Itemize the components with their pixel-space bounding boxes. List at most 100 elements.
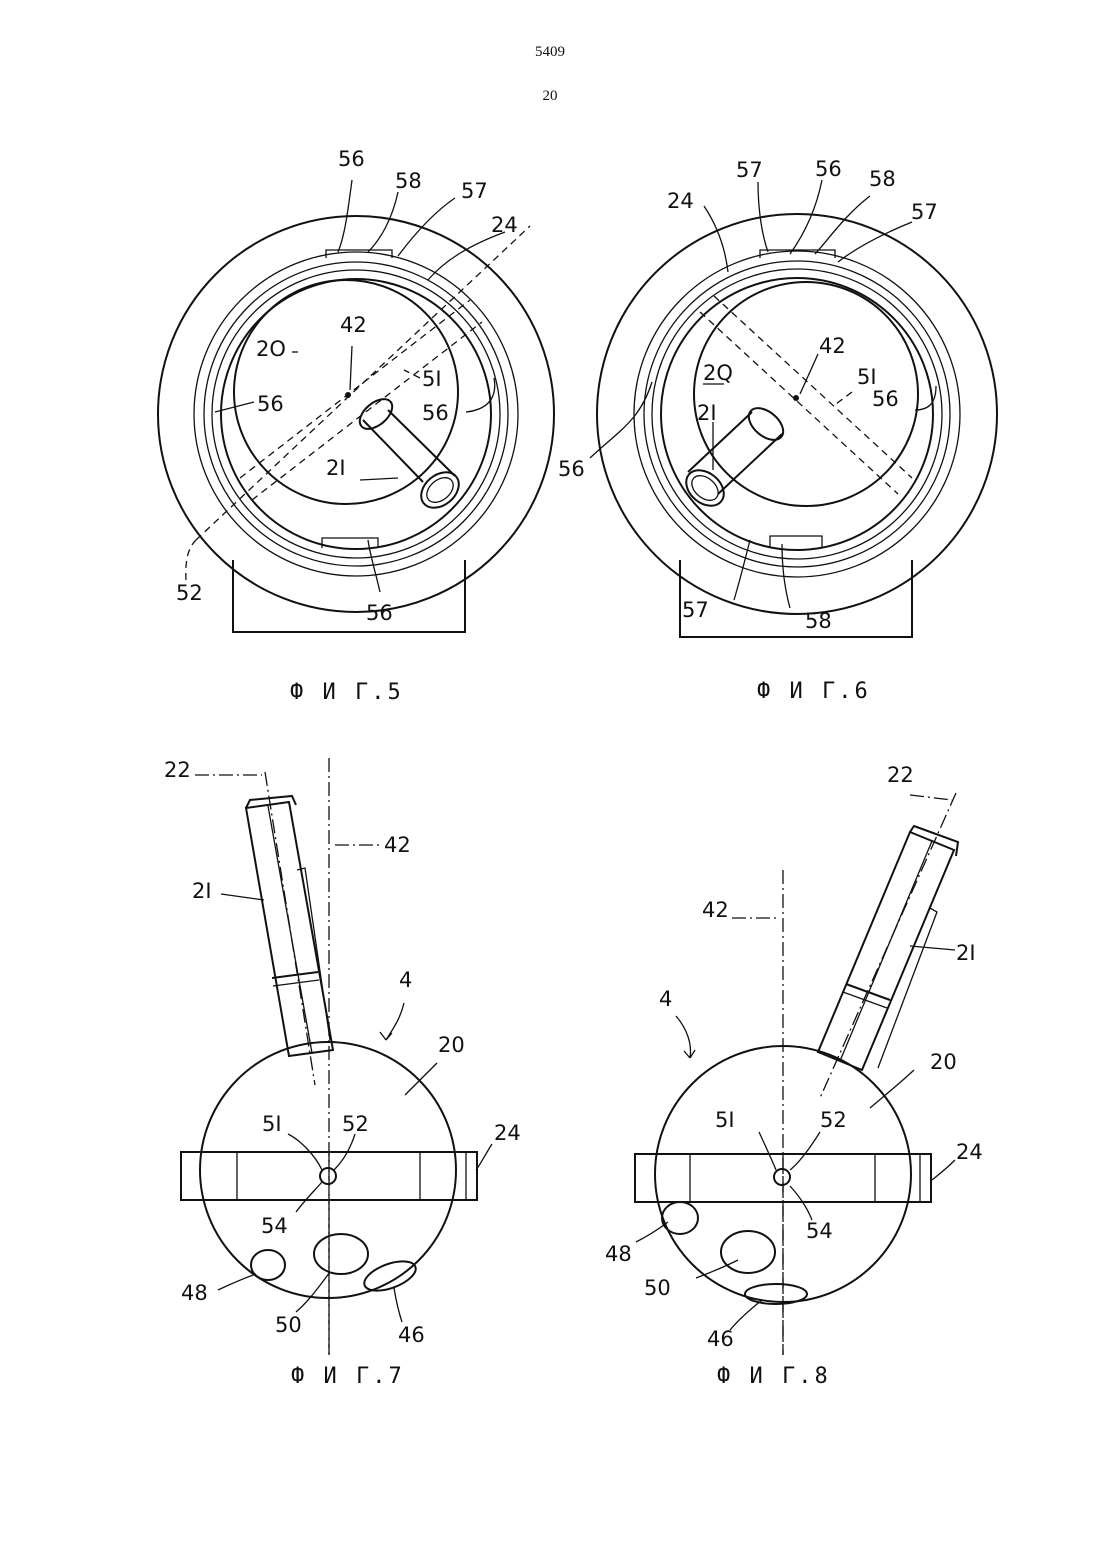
fig7-leader — [405, 1063, 437, 1095]
fig5-label: 57 — [461, 179, 488, 203]
fig8-caption: Ф И Г.8 — [717, 1364, 831, 1389]
figure-7: 22 42 2I 4 20 5I 52 24 54 48 50 46 Ф И Г… — [164, 758, 521, 1389]
fig6-leader — [704, 206, 728, 272]
fig7-label: 2I — [192, 879, 212, 903]
fig5-leader — [350, 346, 352, 390]
fig5-outer-ring — [158, 216, 554, 612]
fig7-leader — [218, 1274, 256, 1290]
fig7-hole-46 — [361, 1255, 420, 1296]
fig8-pivot-54 — [774, 1169, 790, 1185]
fig6-label: 56 — [815, 157, 842, 181]
fig6-label: 24 — [667, 189, 694, 213]
fig7-label: 50 — [275, 1313, 302, 1337]
fig7-label: 42 — [384, 833, 411, 857]
fig7-caption: Ф И Г.7 — [291, 1364, 405, 1389]
fig5-label: 5I — [422, 367, 442, 391]
fig5-leader — [368, 192, 398, 252]
fig6-label: 56 — [872, 387, 899, 411]
fig8-label: 46 — [707, 1327, 734, 1351]
fig5-center-42 — [345, 392, 351, 398]
fig8-label: 50 — [644, 1276, 671, 1300]
fig6-ring — [644, 261, 950, 567]
fig5-caption: Ф И Г.5 — [290, 680, 404, 705]
fig7-label: 24 — [494, 1121, 521, 1145]
fig8-label: 20 — [930, 1050, 957, 1074]
fig7-leader — [386, 1003, 404, 1040]
fig6-label: 5I — [857, 365, 877, 389]
fig7-hole-48 — [251, 1250, 285, 1280]
fig5-leader — [360, 478, 398, 480]
fig7-hole-50 — [314, 1234, 368, 1274]
fig5-label: 2I — [326, 456, 346, 480]
figure-8: 22 42 2I 4 20 5I 52 24 54 48 50 46 Ф И Г… — [605, 763, 983, 1389]
fig7-sphere-20 — [200, 1042, 456, 1298]
fig8-label: 48 — [605, 1242, 632, 1266]
fig6-label: 2I — [697, 401, 717, 425]
fig5-leader — [186, 540, 196, 580]
fig8-leader — [870, 1070, 914, 1108]
fig7-label: 5I — [262, 1112, 282, 1136]
fig5-label: 56 — [338, 147, 365, 171]
fig5-label: 2О — [256, 337, 286, 361]
fig8-label: 22 — [887, 763, 914, 787]
fig5-label: 52 — [176, 581, 203, 605]
fig6-outer-ring — [597, 214, 997, 614]
fig7-handle-21 — [246, 796, 333, 1056]
figure-5: 56 58 57 24 42 2О 56 5I 56 2I 52 56 Ф И … — [158, 147, 554, 705]
fig7-leader — [476, 1144, 492, 1170]
fig5-label: 56 — [257, 392, 284, 416]
fig5-label: 58 — [395, 169, 422, 193]
fig5-label: 56 — [366, 601, 393, 625]
fig7-pivot-54 — [320, 1168, 336, 1184]
fig8-hole-48 — [662, 1202, 698, 1234]
fig8-label: 5I — [715, 1108, 735, 1132]
fig7-leader — [296, 1272, 330, 1312]
fig6-label: 57 — [911, 200, 938, 224]
fig8-label: 2I — [956, 941, 976, 965]
fig6-center-42 — [793, 395, 799, 401]
fig5-handle-21 — [354, 393, 465, 515]
fig6-label: 57 — [736, 158, 763, 182]
fig6-leader — [836, 392, 852, 404]
fig8-label: 52 — [820, 1108, 847, 1132]
fig7-label: 54 — [261, 1214, 288, 1238]
fig8-leader — [910, 946, 955, 950]
fig6-caption: Ф И Г.6 — [757, 679, 871, 704]
fig6-base — [680, 560, 912, 637]
fig5-base — [233, 560, 465, 632]
fig5-label: 56 — [422, 401, 449, 425]
fig6-ring — [634, 251, 960, 577]
fig5-leader — [398, 198, 455, 256]
fig8-leader — [932, 1160, 955, 1180]
fig6-notch-bottom — [770, 536, 822, 548]
fig6-label: 58 — [869, 167, 896, 191]
fig6-leader — [800, 354, 818, 394]
fig7-label: 22 — [164, 758, 191, 782]
fig6-label: 58 — [805, 609, 832, 633]
fig7-label: 46 — [398, 1323, 425, 1347]
fig7-label: 52 — [342, 1112, 369, 1136]
fig7-label: 20 — [438, 1033, 465, 1057]
fig8-label: 4 — [659, 987, 672, 1011]
fig8-leader — [910, 795, 952, 800]
fig5-ring — [204, 262, 508, 566]
fig6-leader — [790, 180, 822, 254]
fig8-leader — [730, 1300, 762, 1330]
fig7-label: 48 — [181, 1281, 208, 1305]
fig8-leader — [790, 1132, 820, 1170]
fig8-arrowhead — [684, 1050, 695, 1058]
fig7-leader — [394, 1288, 402, 1322]
fig8-leader — [759, 1132, 776, 1170]
fig8-leader — [636, 1222, 668, 1242]
fig8-label: 42 — [702, 898, 729, 922]
fig8-label: 24 — [956, 1140, 983, 1164]
fig5-label: 24 — [491, 213, 518, 237]
fig7-leader — [221, 894, 264, 900]
fig6-label: 2Q — [703, 361, 733, 385]
fig6-label: 57 — [682, 598, 709, 622]
fig6-slot-51 — [700, 312, 898, 494]
figure-6: 57 56 58 24 57 42 2Q 5I 2I 56 56 57 58 Ф… — [558, 157, 997, 704]
fig5-label: 42 — [340, 313, 367, 337]
fig8-leader — [676, 1016, 690, 1058]
fig8-label: 54 — [806, 1219, 833, 1243]
